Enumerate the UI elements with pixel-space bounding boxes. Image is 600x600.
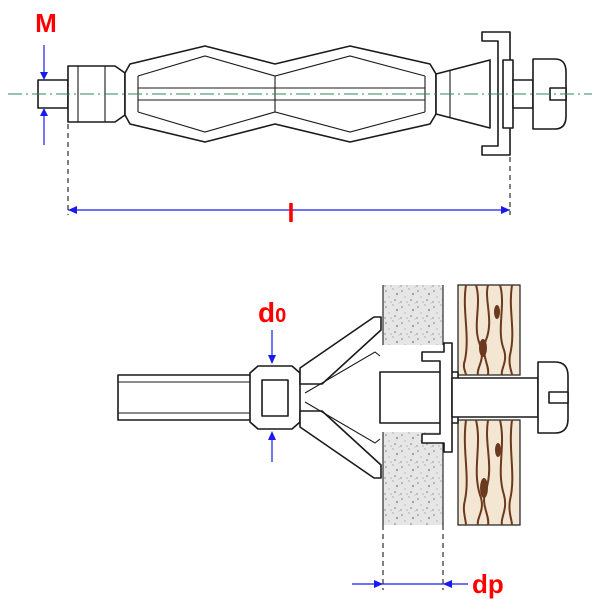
hole-diameter-dimension: d0	[258, 297, 286, 462]
plasterboard-upper	[383, 285, 443, 345]
svg-text:d0: d0	[258, 297, 286, 328]
expanded-leg-lower	[299, 410, 382, 479]
length-label: l	[287, 198, 294, 228]
anchor-collar	[421, 342, 453, 453]
plasterboard-lower	[383, 432, 443, 525]
panel-thickness-dimension: dp	[352, 525, 504, 599]
anchor-unexpanded-view	[8, 31, 592, 156]
expanded-leg-upper	[299, 316, 382, 385]
hole-diameter-subscript: 0	[275, 305, 286, 327]
panel-thickness-label: dp	[472, 569, 504, 599]
thread-diameter-label: M	[35, 8, 57, 38]
screw-slot	[548, 391, 569, 404]
thread-diameter-dimension: M	[35, 8, 57, 145]
screw-shank-rear	[451, 377, 539, 418]
hole-diameter-label: d	[258, 297, 275, 328]
anchor-installed-view	[117, 284, 569, 526]
length-dimension: l	[67, 124, 511, 228]
wood-panel	[457, 284, 521, 526]
